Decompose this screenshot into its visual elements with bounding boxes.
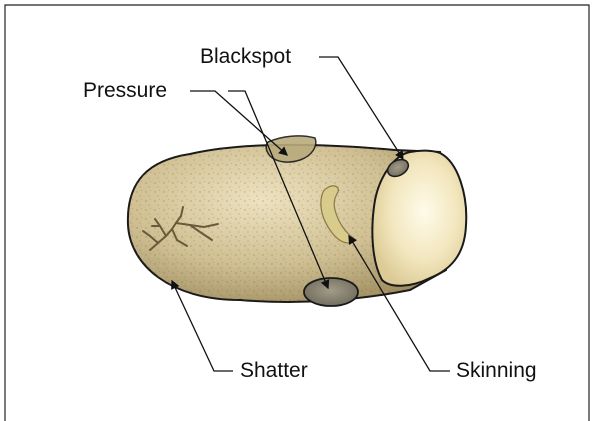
- label-shatter: Shatter: [240, 359, 308, 382]
- blackspot-leader: [319, 57, 403, 159]
- label-blackspot: Blackspot: [200, 45, 291, 68]
- label-skinning: Skinning: [456, 359, 537, 382]
- label-pressure: Pressure: [83, 79, 167, 102]
- potato-tuber: [120, 136, 466, 310]
- cut-flesh-face: [372, 151, 466, 286]
- pressure-bruise-bottom: [304, 278, 358, 306]
